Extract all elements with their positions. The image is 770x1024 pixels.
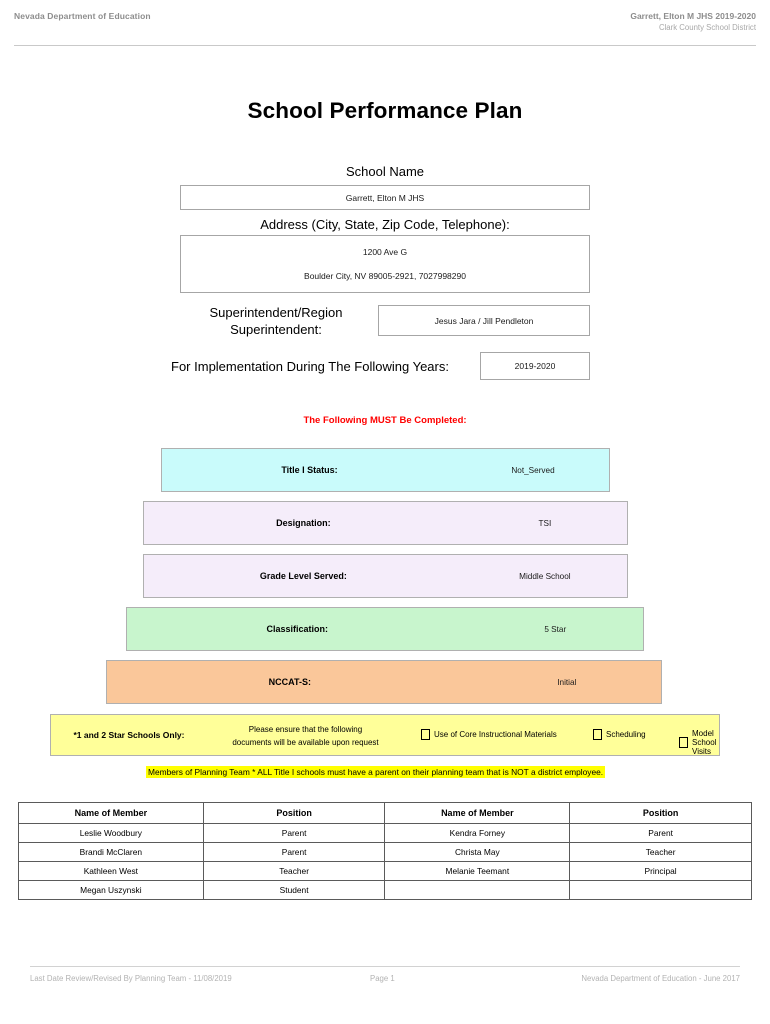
member-position[interactable]: Teacher — [202, 861, 386, 881]
member-name[interactable]: Kendra Forney — [384, 823, 571, 843]
member-name[interactable]: Megan Uszynski — [18, 880, 204, 900]
member-position[interactable]: Principal — [569, 861, 752, 881]
member-name[interactable]: Kathleen West — [18, 861, 204, 881]
planning-team-banner: Members of Planning Team * ALL Title I s… — [146, 766, 606, 778]
table-row: Brandi McClaren Parent Christa May Teach… — [18, 842, 752, 862]
column-header-name-2: Name of Member — [384, 802, 571, 824]
header-school-info: Garrett, Elton M JHS 2019-2020 Clark Cou… — [630, 10, 756, 34]
checkbox-core-materials[interactable]: Use of Core Instructional Materials — [421, 729, 557, 740]
superintendent-value: Jesus Jara / Jill Pendleton — [434, 315, 534, 326]
star-schools-note: Please ensure that the following documen… — [203, 723, 408, 749]
member-position[interactable]: Parent — [202, 842, 386, 862]
star-schools-title: *1 and 2 Star Schools Only: — [73, 730, 185, 740]
school-name-field[interactable]: Garrett, Elton M JHS — [180, 185, 590, 210]
status-bar-label: NCCAT-S: — [268, 677, 311, 687]
status-bar-label: Title I Status: — [281, 465, 338, 475]
status-bar-value: Middle School — [519, 571, 571, 581]
member-position[interactable]: Student — [202, 880, 386, 900]
status-bar-value: Initial — [557, 677, 577, 687]
status-bar-grade-level[interactable]: Grade Level Served: Middle School — [143, 554, 628, 598]
status-bar-label: Designation: — [276, 518, 331, 528]
star-schools-note-line-2: documents will be available upon request — [232, 738, 379, 747]
superintendent-field[interactable]: Jesus Jara / Jill Pendleton — [378, 305, 590, 336]
column-header-position-2: Position — [569, 802, 752, 824]
member-position[interactable]: Parent — [569, 823, 752, 843]
checkbox-label: Use of Core Instructional Materials — [434, 730, 557, 739]
status-bar-value: 5 Star — [544, 624, 567, 634]
must-complete-notice: The Following MUST Be Completed: — [303, 415, 467, 426]
footer-divider — [30, 966, 740, 967]
header-district: Clark County School District — [658, 23, 756, 32]
status-bar-value: Not_Served — [511, 465, 555, 475]
status-bar-designation[interactable]: Designation: TSI — [143, 501, 628, 545]
member-position[interactable]: Teacher — [569, 842, 752, 862]
status-bar-title-i[interactable]: Title I Status: Not_Served — [161, 448, 610, 492]
header-agency-name: Nevada Department of Education — [14, 11, 151, 21]
header-divider — [14, 45, 756, 46]
status-bar-nccat-s[interactable]: NCCAT-S: Initial — [106, 660, 662, 704]
table-row: Kathleen West Teacher Melanie Teemant Pr… — [18, 861, 752, 881]
checkbox-icon[interactable] — [593, 729, 602, 740]
table-row: Leslie Woodbury Parent Kendra Forney Par… — [18, 823, 752, 843]
footer-page-number: Page 1 — [370, 974, 395, 983]
superintendent-label: Superintendent/Region Superintendent: — [209, 305, 343, 337]
member-position[interactable] — [569, 880, 752, 900]
star-schools-note-line-1: Please ensure that the following — [248, 725, 363, 734]
planning-team-table: Name of Member Position Name of Member P… — [18, 802, 752, 900]
checkbox-icon[interactable] — [421, 729, 430, 740]
member-position[interactable]: Parent — [202, 823, 386, 843]
page-footer: Last Date Review/Revised By Planning Tea… — [30, 974, 740, 990]
implementation-years-field[interactable]: 2019-2020 — [480, 352, 590, 380]
member-name[interactable]: Melanie Teemant — [384, 861, 571, 881]
header-school-year: Garrett, Elton M JHS 2019-2020 — [630, 11, 756, 21]
column-header-position-1: Position — [202, 802, 386, 824]
member-name[interactable]: Brandi McClaren — [18, 842, 204, 862]
status-bar-label: Grade Level Served: — [259, 571, 347, 581]
checkbox-label: Model School Visits — [692, 729, 717, 756]
column-header-name-1: Name of Member — [18, 802, 204, 824]
status-bar-label: Classification: — [266, 624, 329, 634]
school-name-label: School Name — [345, 164, 425, 179]
star-schools-row: *1 and 2 Star Schools Only: Please ensur… — [50, 714, 720, 756]
checkbox-icon[interactable] — [679, 737, 688, 748]
status-bar-value: TSI — [538, 518, 552, 528]
address-label: Address (City, State, Zip Code, Telephon… — [260, 217, 510, 232]
implementation-years-label: For Implementation During The Following … — [171, 359, 449, 374]
checkbox-label: Scheduling — [606, 730, 646, 739]
table-header-row: Name of Member Position Name of Member P… — [18, 802, 752, 824]
address-line-1: 1200 Ave G — [362, 247, 408, 258]
page-title: School Performance Plan — [247, 98, 523, 123]
member-name[interactable]: Leslie Woodbury — [18, 823, 204, 843]
table-row: Megan Uszynski Student — [18, 880, 752, 900]
footer-revision-date: Last Date Review/Revised By Planning Tea… — [30, 974, 232, 983]
checkbox-scheduling[interactable]: Scheduling — [593, 729, 646, 740]
member-name[interactable]: Christa May — [384, 842, 571, 862]
checkbox-model-school-visits[interactable]: Model School Visits — [679, 729, 719, 756]
footer-source: Nevada Department of Education - June 20… — [581, 974, 740, 983]
page-header: Nevada Department of Education Garrett, … — [0, 0, 770, 46]
address-line-2: Boulder City, NV 89005-2921, 7027998290 — [304, 270, 466, 281]
implementation-years-value: 2019-2020 — [514, 361, 556, 371]
member-name[interactable] — [384, 880, 571, 900]
school-name-value: Garrett, Elton M JHS — [345, 192, 425, 203]
address-field[interactable]: 1200 Ave G Boulder City, NV 89005-2921, … — [180, 235, 590, 293]
status-bar-classification[interactable]: Classification: 5 Star — [126, 607, 644, 651]
